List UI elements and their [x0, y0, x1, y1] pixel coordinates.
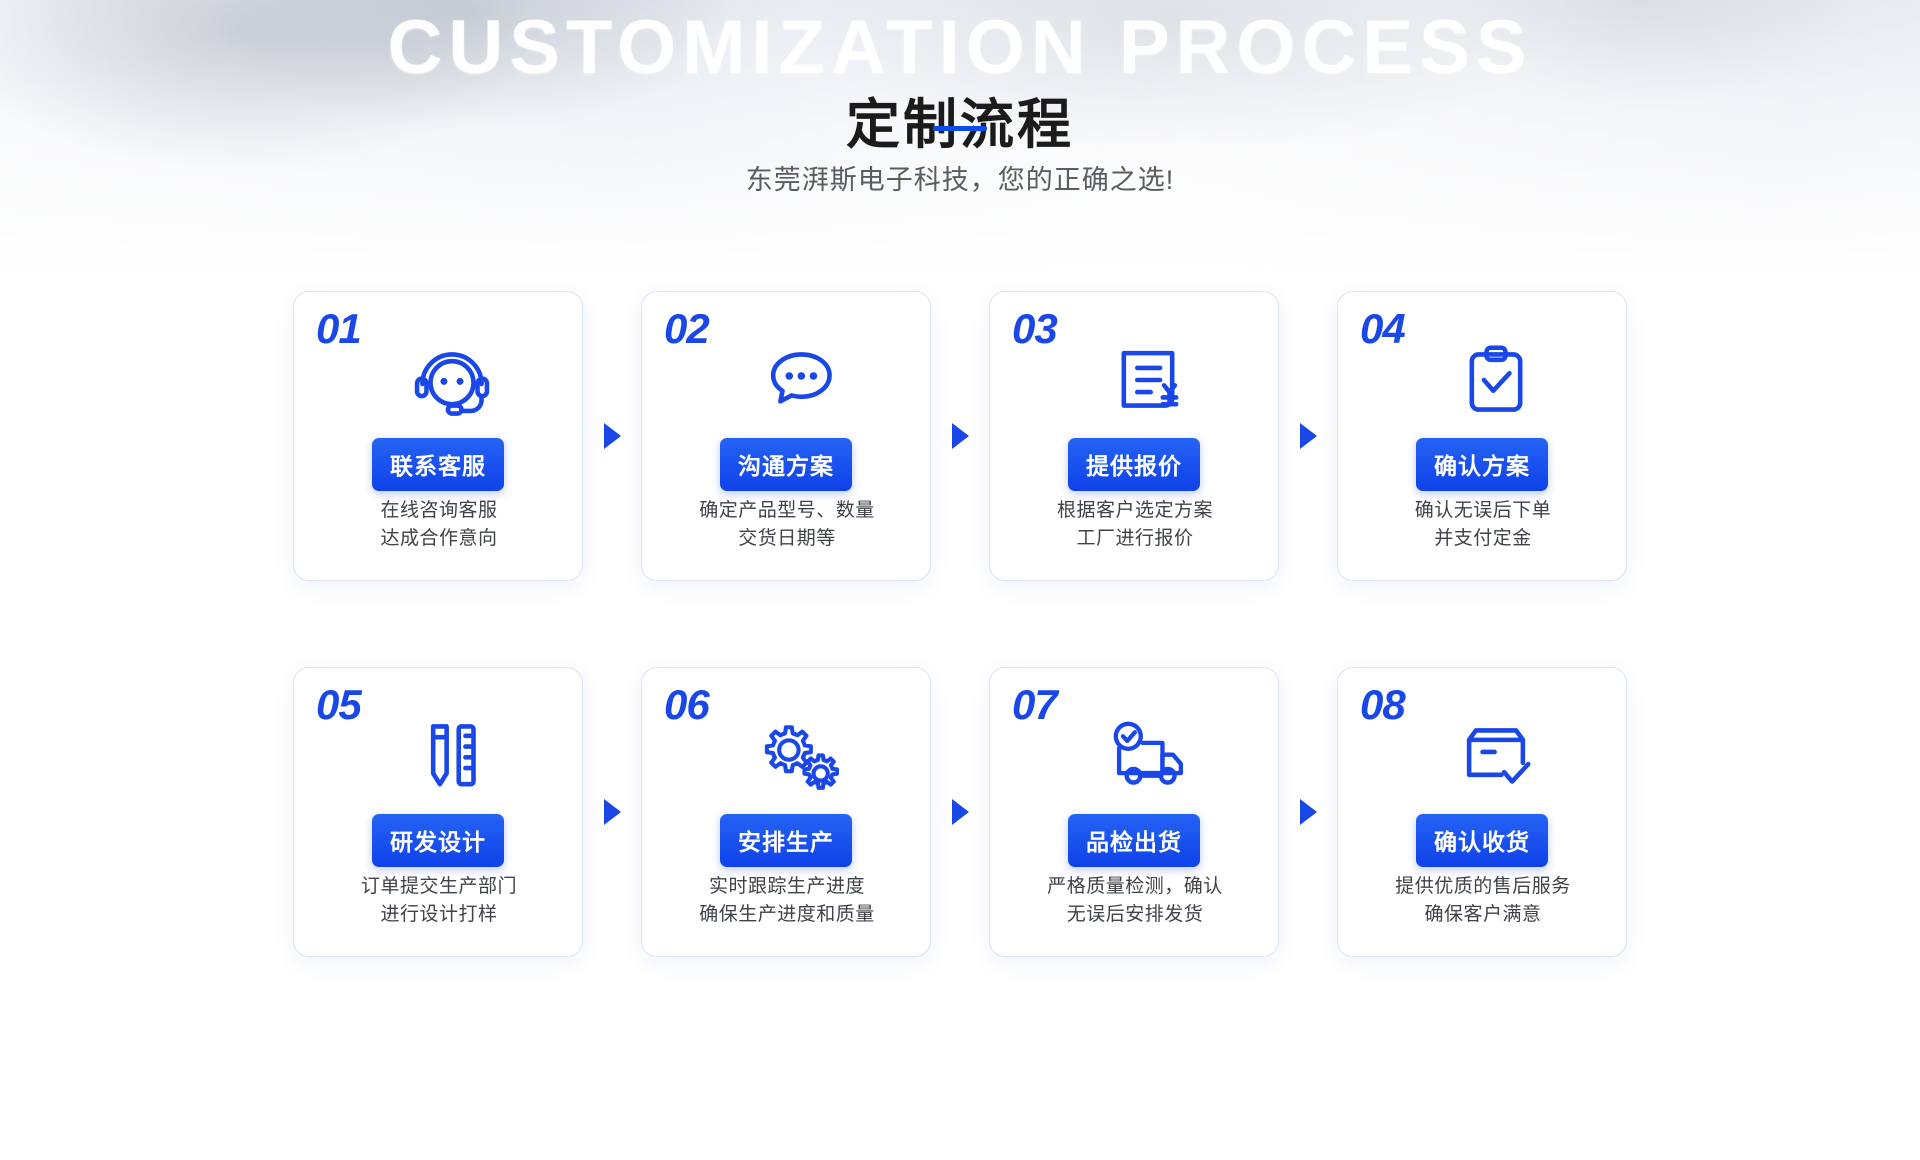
step-number: 03 [1012, 305, 1058, 352]
step-number: 02 [664, 305, 710, 352]
step-card-08[interactable]: 08 确认收货 提供优质的售后服务 确保客户满意 [1337, 667, 1627, 957]
page-subtitle: 东莞湃斯电子科技，您的正确之选! [745, 165, 1175, 195]
process-steps-grid: 01 联系客服 在线咨询客服 达成合作 [240, 250, 1680, 998]
step-card-03[interactable]: 03 提供报价 根据客户选定方案 工厂 [989, 291, 1279, 581]
step-description-line-1: 确认无误后下单 [1414, 500, 1552, 521]
step-description-line-1: 提供优质的售后服务 [1395, 876, 1571, 897]
step-number: 07 [1012, 681, 1058, 728]
step-number: 05 [316, 681, 362, 728]
step-label-button[interactable]: 提供报价 [1068, 438, 1200, 491]
step-description-line-2: 确保生产进度和质量 [699, 903, 875, 925]
step-description-line-1: 根据客户选定方案 [1056, 500, 1213, 521]
step-label-button[interactable]: 确认收货 [1416, 814, 1548, 867]
step-arrow-2 [931, 423, 989, 449]
play-triangle-right-icon [1299, 423, 1317, 449]
step-description-line-1: 订单提交生产部门 [360, 876, 517, 897]
step-description-line-2: 达成合作意向 [380, 527, 498, 549]
step-label-button[interactable]: 确认方案 [1416, 438, 1548, 491]
play-triangle-right-icon [603, 423, 621, 449]
step-arrow-4 [583, 799, 641, 825]
step-number: 06 [664, 681, 710, 728]
delivery-truck-check-icon [990, 710, 1280, 802]
play-triangle-right-icon [603, 799, 621, 825]
step-description: 根据客户选定方案 工厂进行报价 [990, 497, 1280, 552]
step-label-button[interactable]: 研发设计 [372, 814, 504, 867]
step-card-04[interactable]: 04 确认方案 确认无误后下单 并支付定金 [1337, 291, 1627, 581]
step-description: 提供优质的售后服务 确保客户满意 [1338, 873, 1628, 928]
clipboard-check-icon [1338, 334, 1628, 426]
invoice-yuan-icon [990, 334, 1280, 426]
step-label-button[interactable]: 联系客服 [372, 438, 504, 491]
step-label-button[interactable]: 品检出货 [1068, 814, 1200, 867]
step-description-line-2: 无误后安排发货 [1066, 903, 1204, 925]
process-row-1: 01 联系客服 在线咨询客服 达成合作 [240, 250, 1680, 622]
step-description-line-2: 并支付定金 [1434, 527, 1532, 549]
step-description: 在线咨询客服 达成合作意向 [294, 497, 584, 552]
step-description-line-1: 实时跟踪生产进度 [708, 876, 865, 897]
step-description-line-2: 确保客户满意 [1424, 903, 1542, 925]
step-description-line-2: 工厂进行报价 [1076, 527, 1194, 549]
pencil-ruler-icon [294, 710, 584, 802]
step-description-line-1: 在线咨询客服 [380, 500, 498, 521]
step-number: 01 [316, 305, 362, 352]
box-check-icon [1338, 710, 1628, 802]
play-triangle-right-icon [1299, 799, 1317, 825]
step-card-06[interactable]: 06 安排生产 实时跟踪生产进度 确保生产进度和质量 [641, 667, 931, 957]
gears-icon [642, 710, 932, 802]
step-description-line-1: 确定产品型号、数量 [699, 500, 875, 521]
step-description: 严格质量检测，确认 无误后安排发货 [990, 873, 1280, 928]
background-watermark-title: CUSTOMIZATION PROCESS [387, 5, 1533, 90]
page-header: CUSTOMIZATION PROCESS 定制流程 东莞湃斯电子科技，您的正确… [0, 0, 1920, 250]
step-label-button[interactable]: 沟通方案 [720, 438, 852, 491]
step-arrow-3 [1279, 423, 1337, 449]
step-description: 确认无误后下单 并支付定金 [1338, 497, 1628, 552]
step-number: 04 [1360, 305, 1406, 352]
step-arrow-6 [1279, 799, 1337, 825]
step-arrow-1 [583, 423, 641, 449]
step-arrow-5 [931, 799, 989, 825]
step-description-line-2: 进行设计打样 [380, 903, 498, 925]
step-label-button[interactable]: 安排生产 [720, 814, 852, 867]
step-card-02[interactable]: 02 沟通方案 确定产品型号、数量 交货日期等 [641, 291, 931, 581]
step-description-line-1: 严格质量检测，确认 [1047, 876, 1223, 897]
play-triangle-right-icon [951, 423, 969, 449]
chat-bubble-icon [642, 334, 932, 426]
process-row-2: 05 研发设计 订单提交生产部门 进行设计打样 [240, 626, 1680, 998]
title-underline-rule [933, 126, 987, 131]
step-description: 实时跟踪生产进度 确保生产进度和质量 [642, 873, 932, 928]
page-title: 定制流程 [846, 95, 1074, 156]
step-number: 08 [1360, 681, 1406, 728]
step-description-line-2: 交货日期等 [738, 527, 836, 549]
step-description: 订单提交生产部门 进行设计打样 [294, 873, 584, 928]
headset-icon [294, 334, 584, 426]
step-card-01[interactable]: 01 联系客服 在线咨询客服 达成合作 [293, 291, 583, 581]
step-description: 确定产品型号、数量 交货日期等 [642, 497, 932, 552]
step-card-07[interactable]: 07 品检出货 严格质量检测，确认 无 [989, 667, 1279, 957]
play-triangle-right-icon [951, 799, 969, 825]
step-card-05[interactable]: 05 研发设计 订单提交生产部门 进行设计打样 [293, 667, 583, 957]
